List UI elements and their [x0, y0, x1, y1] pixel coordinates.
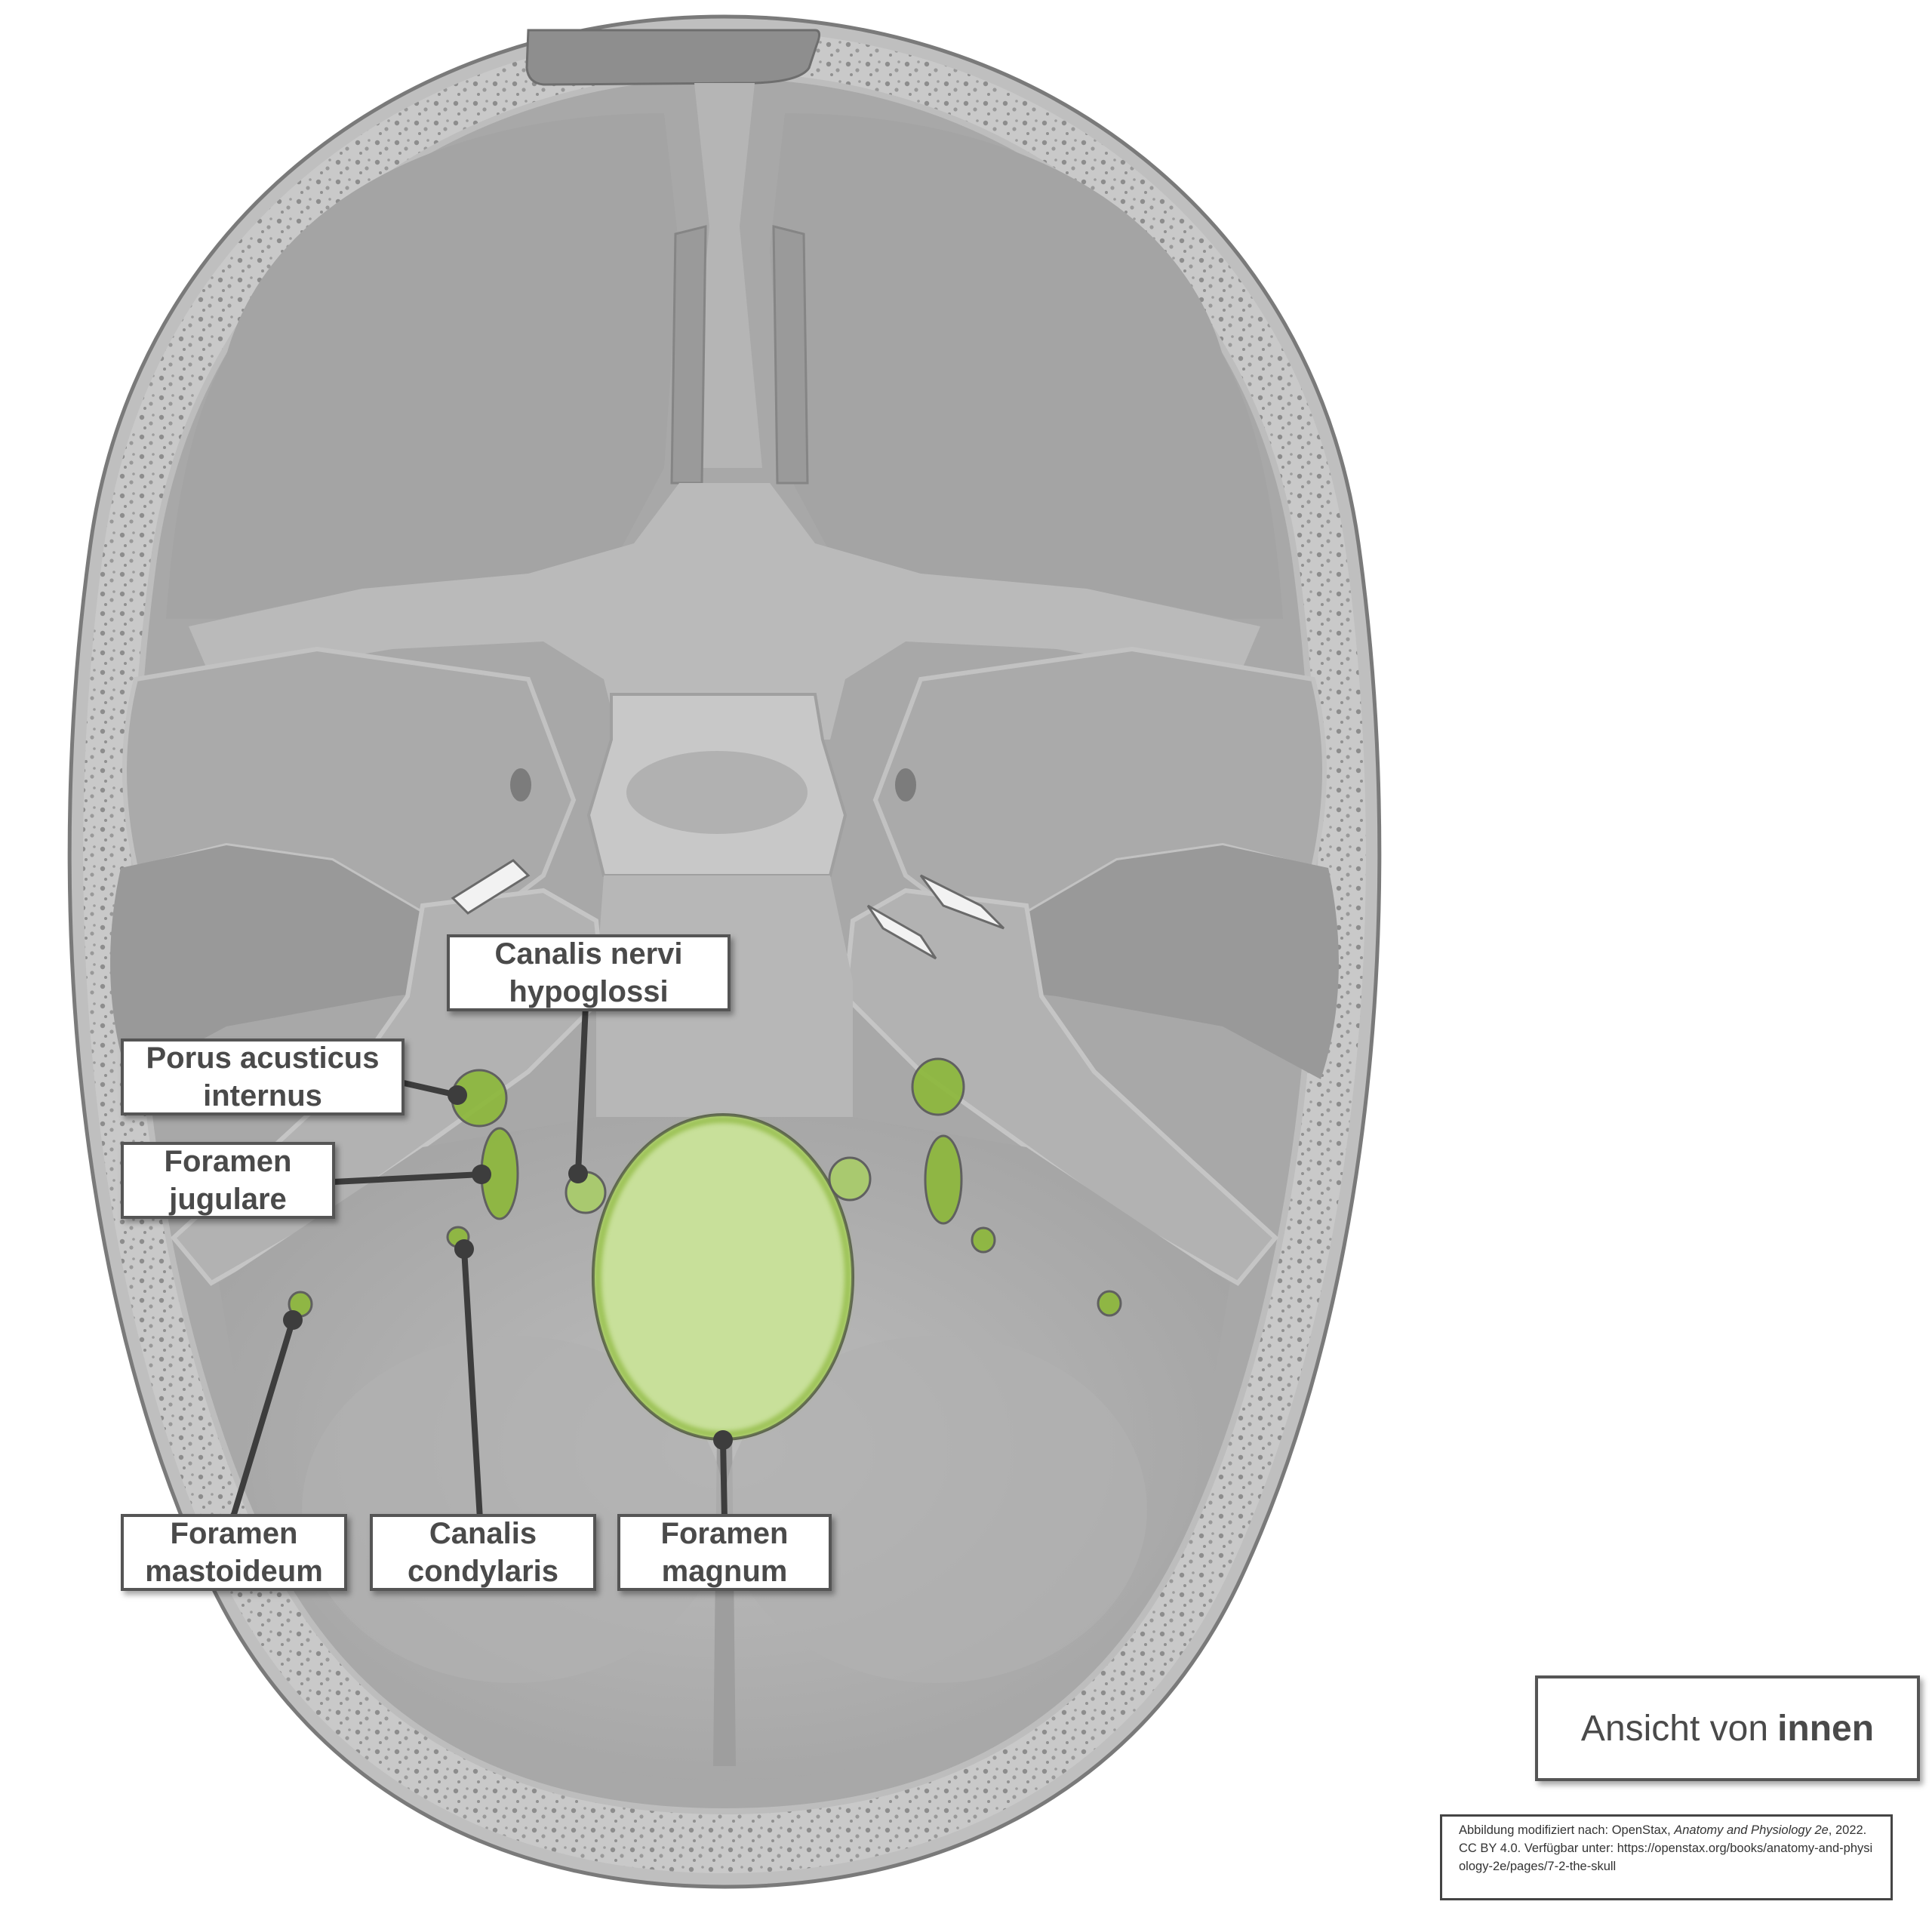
- leader-foramen-mastoideum: [229, 1317, 296, 1522]
- label-line: mastoideum: [145, 1555, 323, 1588]
- temporal-fossa-left: [110, 845, 529, 1079]
- leader-foramen-magnum: [720, 1437, 728, 1522]
- label-line: Porus acusticus: [146, 1042, 380, 1075]
- view-indicator: Ansicht von innen: [1535, 1675, 1920, 1781]
- foramen-mastoideum-right: [1097, 1290, 1122, 1317]
- hypophyseal-fossa: [626, 751, 808, 834]
- dot-foramen-jugulare: [472, 1165, 491, 1184]
- label-line: Foramen: [660, 1517, 789, 1550]
- label-foramen-magnum: Foramen magnum: [617, 1514, 832, 1591]
- dot-porus-acusticus: [448, 1085, 467, 1105]
- label-foramen-jugulare: Foramen jugulare: [121, 1142, 335, 1219]
- label-line: condylaris: [407, 1555, 559, 1588]
- dot-foramen-magnum: [713, 1430, 733, 1450]
- foramen-rotundum-right: [895, 768, 916, 802]
- canalis-hypoglossi-right: [828, 1156, 872, 1202]
- credit-text-2: , 2022. CC BY 4.0. Verfügbar unter:: [1459, 1823, 1867, 1855]
- label-line: magnum: [661, 1555, 788, 1588]
- foramen-rotundum-left: [510, 768, 531, 802]
- porus-acusticus-right: [911, 1057, 965, 1116]
- foramen-spinosum-right: [866, 904, 937, 960]
- credit-text: Abbildung modifiziert nach: OpenStax,: [1459, 1823, 1675, 1837]
- foramen-jugulare-right: [924, 1134, 963, 1225]
- cerebellar-fossa-left: [302, 1336, 724, 1683]
- canalis-condylaris-right: [971, 1226, 996, 1254]
- leader-canalis-condylaris: [461, 1246, 483, 1522]
- foramen-ovale-left: [451, 859, 531, 915]
- label-line: Canalis nervi: [494, 937, 683, 971]
- label-line: jugulare: [169, 1183, 287, 1216]
- credit-title: Anatomy and Physiology 2e: [1674, 1823, 1829, 1837]
- anterior-fossa-right: [770, 113, 1283, 619]
- label-porus-acusticus-internus: Porus acusticus internus: [121, 1038, 405, 1115]
- dot-canalis-nervi-hypoglossi: [568, 1164, 588, 1183]
- leader-dots: [283, 1085, 733, 1450]
- label-canalis-nervi-hypoglossi: Canalis nervi hypoglossi: [447, 934, 731, 1011]
- dot-foramen-mastoideum: [283, 1310, 303, 1330]
- label-line: internus: [203, 1079, 322, 1112]
- label-line: Canalis: [429, 1517, 537, 1550]
- view-emphasis: innen: [1777, 1708, 1875, 1749]
- label-line: Foramen: [170, 1517, 298, 1550]
- image-credit: Abbildung modifiziert nach: OpenStax, An…: [1440, 1814, 1893, 1900]
- foramen-ovale-right: [919, 874, 1005, 930]
- anterior-fossa-left: [166, 113, 679, 619]
- credit-url: https://openstax.org/books/anatomy-and-p…: [1459, 1842, 1873, 1873]
- label-line: hypoglossi: [509, 975, 669, 1008]
- view-prefix: Ansicht von: [1580, 1708, 1769, 1749]
- label-canalis-condylaris: Canalis condylaris: [370, 1514, 596, 1591]
- leader-foramen-jugulare: [331, 1171, 485, 1185]
- frontal-sinus: [525, 29, 820, 86]
- label-line: Foramen: [164, 1145, 292, 1178]
- leader-canalis-nervi-hypoglossi: [575, 1002, 589, 1177]
- label-foramen-mastoideum: Foramen mastoideum: [121, 1514, 347, 1591]
- temporal-fossa-right: [921, 845, 1339, 1079]
- dot-canalis-condylaris: [454, 1239, 474, 1259]
- crista-galli: [687, 83, 762, 468]
- sphenoid-plateau: [189, 483, 1260, 740]
- cerebellar-fossa-right: [724, 1336, 1147, 1683]
